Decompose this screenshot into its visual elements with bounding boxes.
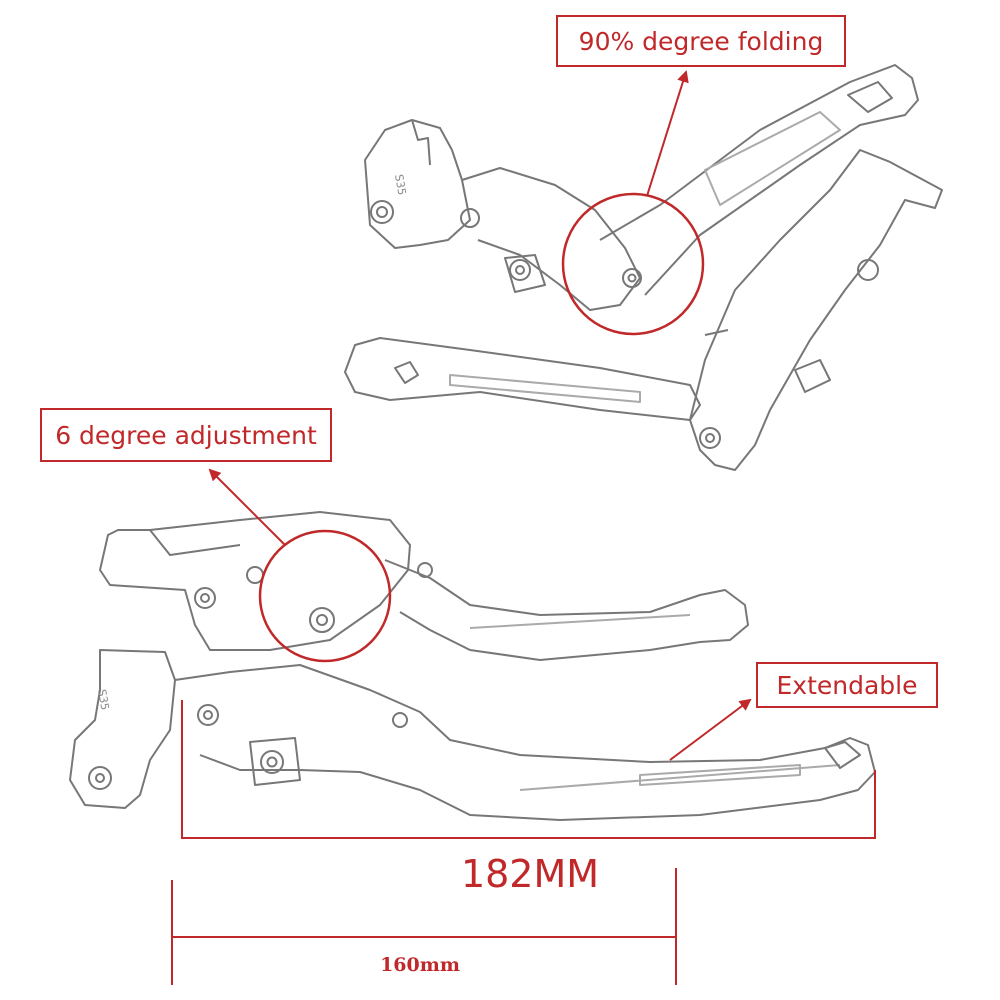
- fold-joint-highlight: [561, 192, 705, 336]
- adjustment-callout: 6 degree adjustment: [40, 408, 332, 462]
- adjustment-dial-highlight: [258, 529, 392, 663]
- extendable-callout-arrow: [669, 698, 752, 761]
- folded-lever-middle: [344, 149, 943, 471]
- folding-callout-text: 90% degree folding: [578, 26, 824, 56]
- adjustment-callout-arrow: [208, 468, 286, 546]
- extendable-callout-text: Extendable: [776, 670, 918, 700]
- size-code-mark: S35: [392, 173, 408, 196]
- extendable-callout: Extendable: [756, 662, 938, 708]
- fold-callout-arrow: [646, 70, 689, 197]
- dimension-182-label: 182MM: [460, 852, 600, 896]
- extendable-lever-bottom: S35: [69, 649, 876, 821]
- folding-callout: 90% degree folding: [556, 15, 846, 67]
- size-code-mark: S35: [95, 688, 111, 711]
- dimension-160-label: 160mm: [380, 954, 460, 976]
- folded-lever-top: S35: [364, 64, 919, 311]
- adjustment-callout-text: 6 degree adjustment: [55, 420, 317, 450]
- adjustable-lever-upper: [99, 511, 749, 661]
- dimension-182-bracket: [181, 700, 876, 839]
- annotation-marks: [171, 70, 876, 985]
